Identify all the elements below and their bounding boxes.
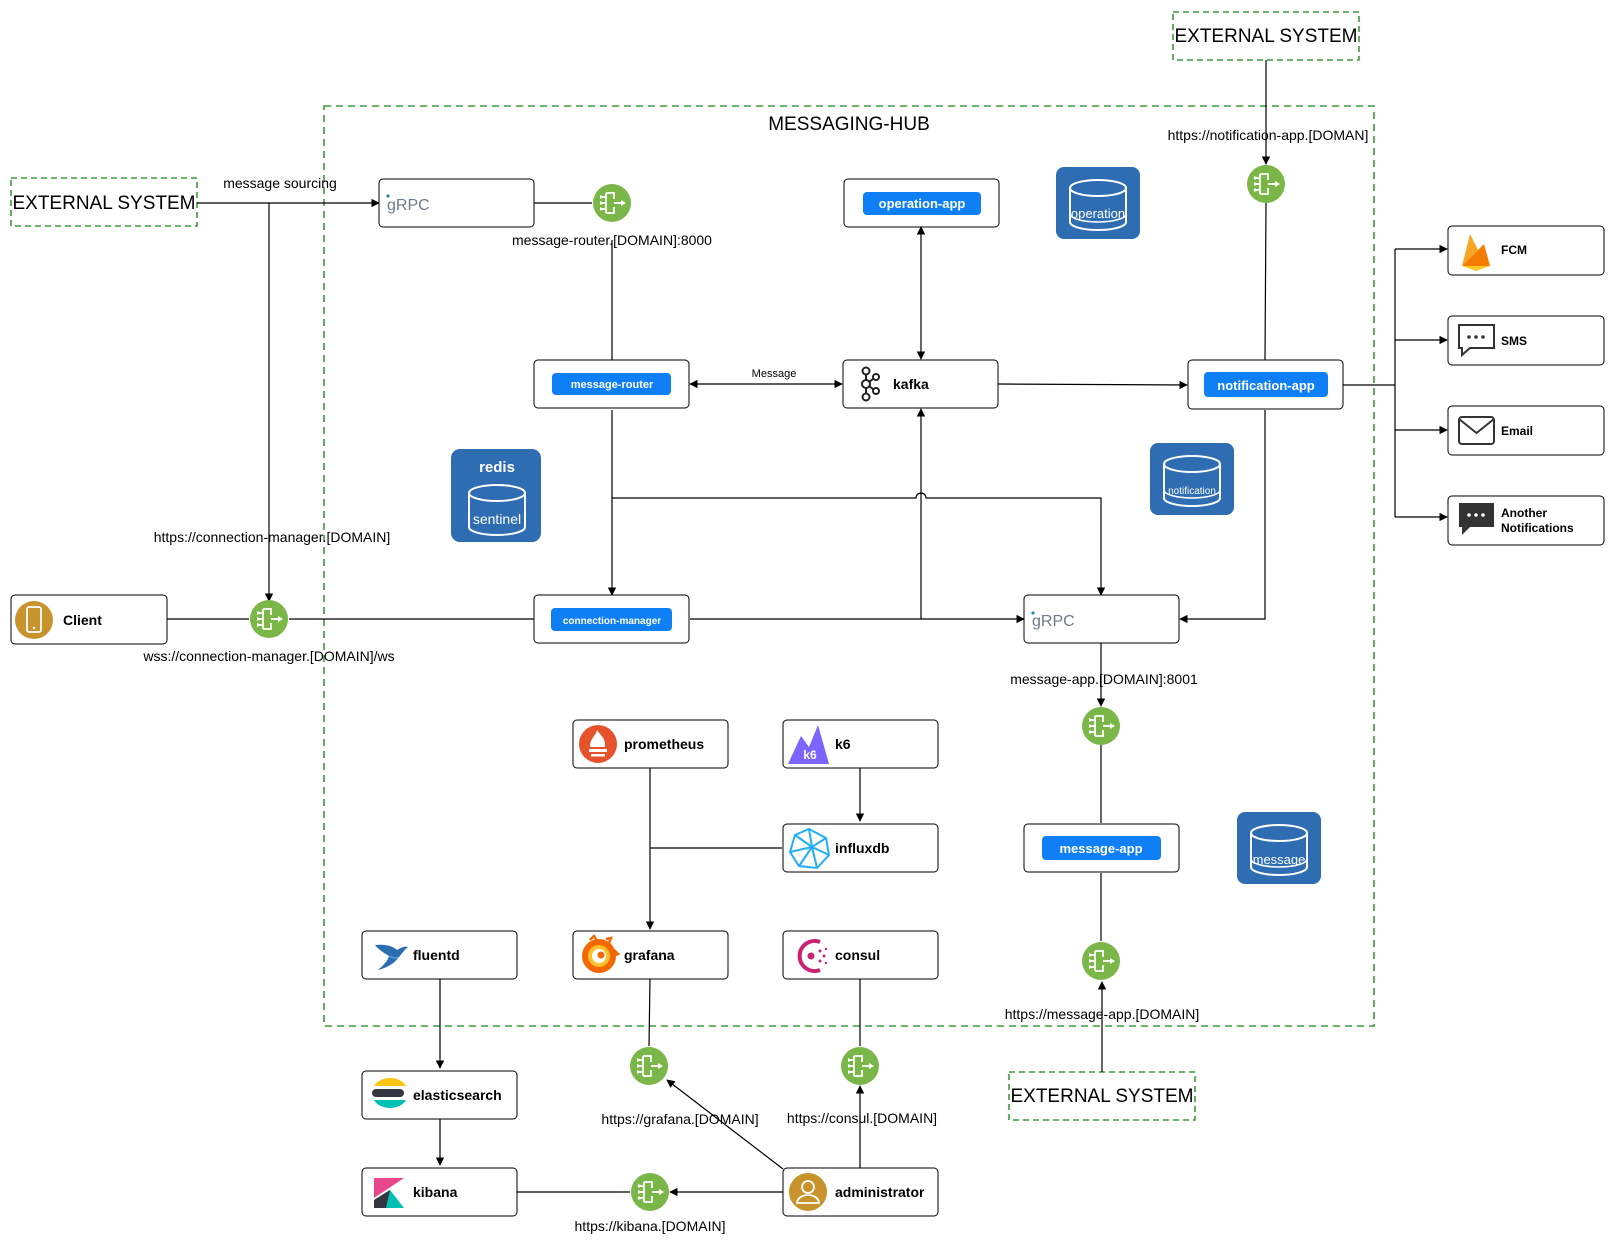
another-label-line1: Another — [1501, 506, 1547, 520]
k6-label: k6 — [835, 736, 851, 752]
operation-app-node[interactable]: operation-app — [843, 178, 1000, 228]
sms-icon — [1458, 324, 1495, 358]
operation-app-label: operation-app — [879, 196, 966, 211]
sms-node[interactable]: SMS — [1447, 315, 1605, 366]
consul-icon — [797, 939, 828, 973]
influxdb-label: influxdb — [835, 840, 889, 856]
svg-text:EXTERNAL SYSTEM: EXTERNAL SYSTEM — [1010, 1086, 1193, 1107]
label-message-app-port: message-app.[DOMAIN]:8001 — [1010, 671, 1198, 687]
prometheus-icon — [579, 725, 617, 763]
external-system-left: EXTERNAL SYSTEM — [10, 177, 198, 227]
user-icon — [789, 1173, 827, 1211]
notification-db-label: notification — [1168, 486, 1216, 497]
fcm-node[interactable]: FCM — [1447, 225, 1605, 276]
firebase-icon — [1462, 234, 1490, 271]
gateway-grafana — [629, 1046, 669, 1086]
label-kibana-https: https://kibana.[DOMAIN] — [575, 1218, 726, 1234]
connection-manager-label: connection-manager — [563, 616, 661, 627]
grafana-icon — [582, 933, 621, 973]
grpc-mid-node[interactable]: gRPC — [1023, 594, 1180, 644]
label-message-sourcing: message sourcing — [223, 175, 337, 191]
edges — [167, 60, 1448, 1197]
email-icon — [1458, 416, 1495, 445]
kibana-label: kibana — [413, 1184, 458, 1200]
gateway-kibana — [630, 1172, 670, 1212]
operation-db: operation — [1056, 167, 1140, 239]
svg-text:EXTERNAL SYSTEM: EXTERNAL SYSTEM — [1174, 26, 1357, 47]
connection-manager-node[interactable]: connection-manager — [533, 594, 690, 644]
redis-label: redis — [479, 459, 515, 476]
message-router-node[interactable]: message-router — [533, 359, 690, 409]
kafka-node[interactable]: kafka — [842, 359, 999, 409]
consul-node[interactable]: consul — [782, 930, 939, 980]
client-label: Client — [63, 612, 102, 628]
message-db-label: message — [1253, 852, 1306, 867]
elasticsearch-label: elasticsearch — [413, 1087, 502, 1103]
grafana-node[interactable]: grafana — [572, 930, 729, 980]
influxdb-icon — [788, 827, 831, 870]
grpc-mid-logo: gRPC — [1032, 613, 1075, 630]
notification-app-node[interactable]: notification-app — [1187, 359, 1344, 410]
svg-text:EXTERNAL SYSTEM: EXTERNAL SYSTEM — [12, 193, 195, 214]
svg-text:k6: k6 — [803, 748, 817, 762]
kafka-icon — [861, 366, 880, 402]
elasticsearch-icon — [372, 1078, 406, 1108]
another-notifications-node[interactable]: Another Notifications — [1447, 495, 1605, 546]
mobile-phone-icon — [15, 601, 53, 639]
administrator-label: administrator — [835, 1184, 925, 1200]
gateway-message-app-external — [1081, 941, 1121, 981]
gateway-message-app-internal — [1081, 706, 1121, 746]
kafka-label: kafka — [893, 376, 929, 392]
fluentd-bird-icon — [375, 944, 408, 970]
grpc-logo: gRPC — [387, 197, 430, 214]
sentinel-label: sentinel — [473, 511, 521, 527]
label-connection-manager-wss: wss://connection-manager.[DOMAIN]/ws — [142, 648, 394, 664]
email-label: Email — [1501, 424, 1533, 438]
prometheus-node[interactable]: prometheus — [572, 719, 729, 769]
gateway-message-router — [592, 183, 632, 223]
k6-node[interactable]: k6 k6 — [782, 719, 939, 769]
label-connection-manager-https: https://connection-manager.[DOMAIN] — [154, 529, 391, 545]
message-app-node[interactable]: message-app — [1023, 823, 1180, 873]
k6-icon: k6 — [788, 725, 829, 764]
client-node[interactable]: Client — [10, 594, 168, 645]
message-app-label: message-app — [1059, 841, 1142, 856]
influxdb-node[interactable]: influxdb — [782, 823, 939, 873]
kibana-icon — [374, 1178, 404, 1208]
messaging-hub-container — [323, 105, 1375, 1027]
label-notification-endpoint: https://notification-app.[DOMAN] — [1168, 127, 1369, 143]
label-grafana-https: https://grafana.[DOMAIN] — [601, 1111, 758, 1127]
gateway-notification-app — [1246, 164, 1286, 204]
external-system-bottom: EXTERNAL SYSTEM — [1008, 1071, 1196, 1121]
label-message: Message — [752, 368, 797, 380]
chat-icon — [1459, 503, 1494, 535]
fcm-label: FCM — [1501, 243, 1527, 257]
consul-label: consul — [835, 947, 880, 963]
gateway-connection-manager — [249, 599, 289, 639]
label-consul-https: https://consul.[DOMAIN] — [787, 1110, 937, 1126]
operation-db-label: operation — [1071, 206, 1125, 221]
label-message-app-https: https://message-app.[DOMAIN] — [1005, 1006, 1200, 1022]
notification-app-label: notification-app — [1217, 378, 1315, 393]
administrator-node[interactable]: administrator — [782, 1167, 939, 1217]
gateway-consul — [840, 1046, 880, 1086]
grafana-label: grafana — [624, 947, 675, 963]
fluentd-label: fluentd — [413, 947, 460, 963]
sms-label: SMS — [1501, 334, 1527, 348]
email-node[interactable]: Email — [1447, 405, 1605, 456]
kibana-node[interactable]: kibana — [361, 1167, 518, 1217]
messaging-hub-title: MESSAGING-HUB — [768, 114, 930, 135]
fluentd-node[interactable]: fluentd — [361, 930, 518, 980]
elasticsearch-node[interactable]: elasticsearch — [361, 1070, 518, 1120]
message-router-label: message-router — [571, 379, 654, 391]
another-label-line2: Notifications — [1501, 521, 1574, 535]
label-message-router-endpoint: message-router.[DOMAIN]:8000 — [512, 232, 712, 248]
notification-db: notification — [1150, 443, 1234, 515]
external-system-top: EXTERNAL SYSTEM — [1172, 11, 1360, 61]
grpc-top-node[interactable]: gRPC — [378, 178, 535, 228]
message-db: message — [1237, 812, 1321, 884]
prometheus-label: prometheus — [624, 736, 704, 752]
redis-sentinel-db: redis sentinel — [451, 449, 541, 542]
